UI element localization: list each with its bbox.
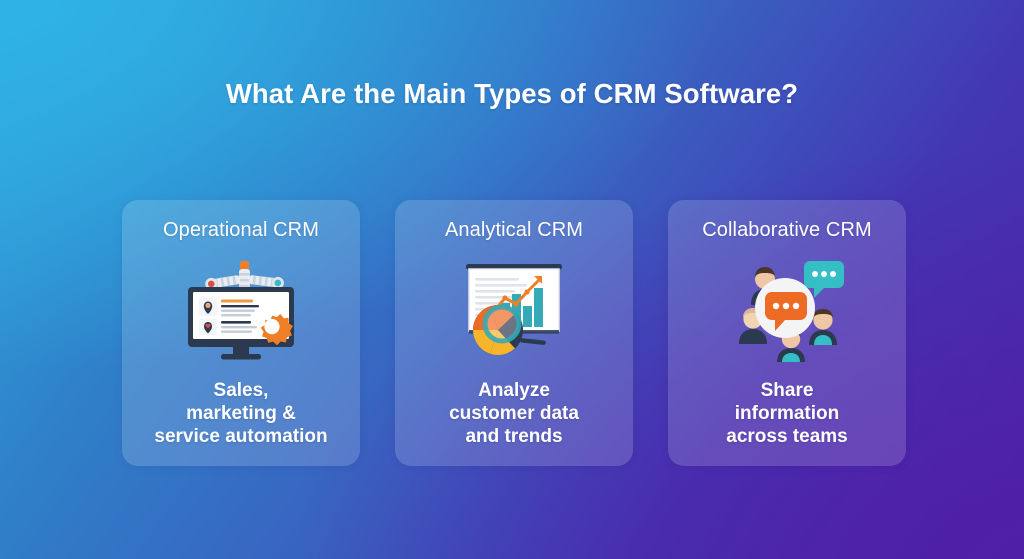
card-description: Sales, marketing & service automation — [122, 379, 360, 448]
card-title: Operational CRM — [162, 219, 319, 241]
card-collaborative-crm[interactable]: Collaborative CRM — [668, 200, 906, 466]
desc-line: Analyze — [478, 380, 550, 401]
card-title: Analytical CRM — [444, 219, 584, 241]
desc-line: information — [734, 403, 840, 424]
card-operational-crm[interactable]: Operational CRM — [122, 200, 360, 466]
desc-line: Sales, — [213, 380, 269, 401]
analytics-chart-icon — [439, 252, 589, 364]
desc-line: service automation — [154, 426, 328, 447]
desc-line: customer data — [449, 403, 579, 424]
card-title: Collaborative CRM — [702, 219, 872, 241]
card-description: Share information across teams — [668, 379, 906, 448]
desc-line: Share — [760, 380, 814, 401]
desc-line: and trends — [465, 426, 563, 447]
team-chat-icon — [712, 252, 862, 364]
monitor-automation-icon — [166, 252, 316, 364]
desc-line: marketing & — [186, 403, 296, 424]
card-row: Operational CRM — [122, 200, 906, 466]
card-description: Analyze customer data and trends — [395, 379, 633, 448]
desc-line: across teams — [726, 426, 848, 447]
page-title: What Are the Main Types of CRM Software? — [225, 78, 799, 109]
card-analytical-crm[interactable]: Analytical CRM — [395, 200, 633, 466]
